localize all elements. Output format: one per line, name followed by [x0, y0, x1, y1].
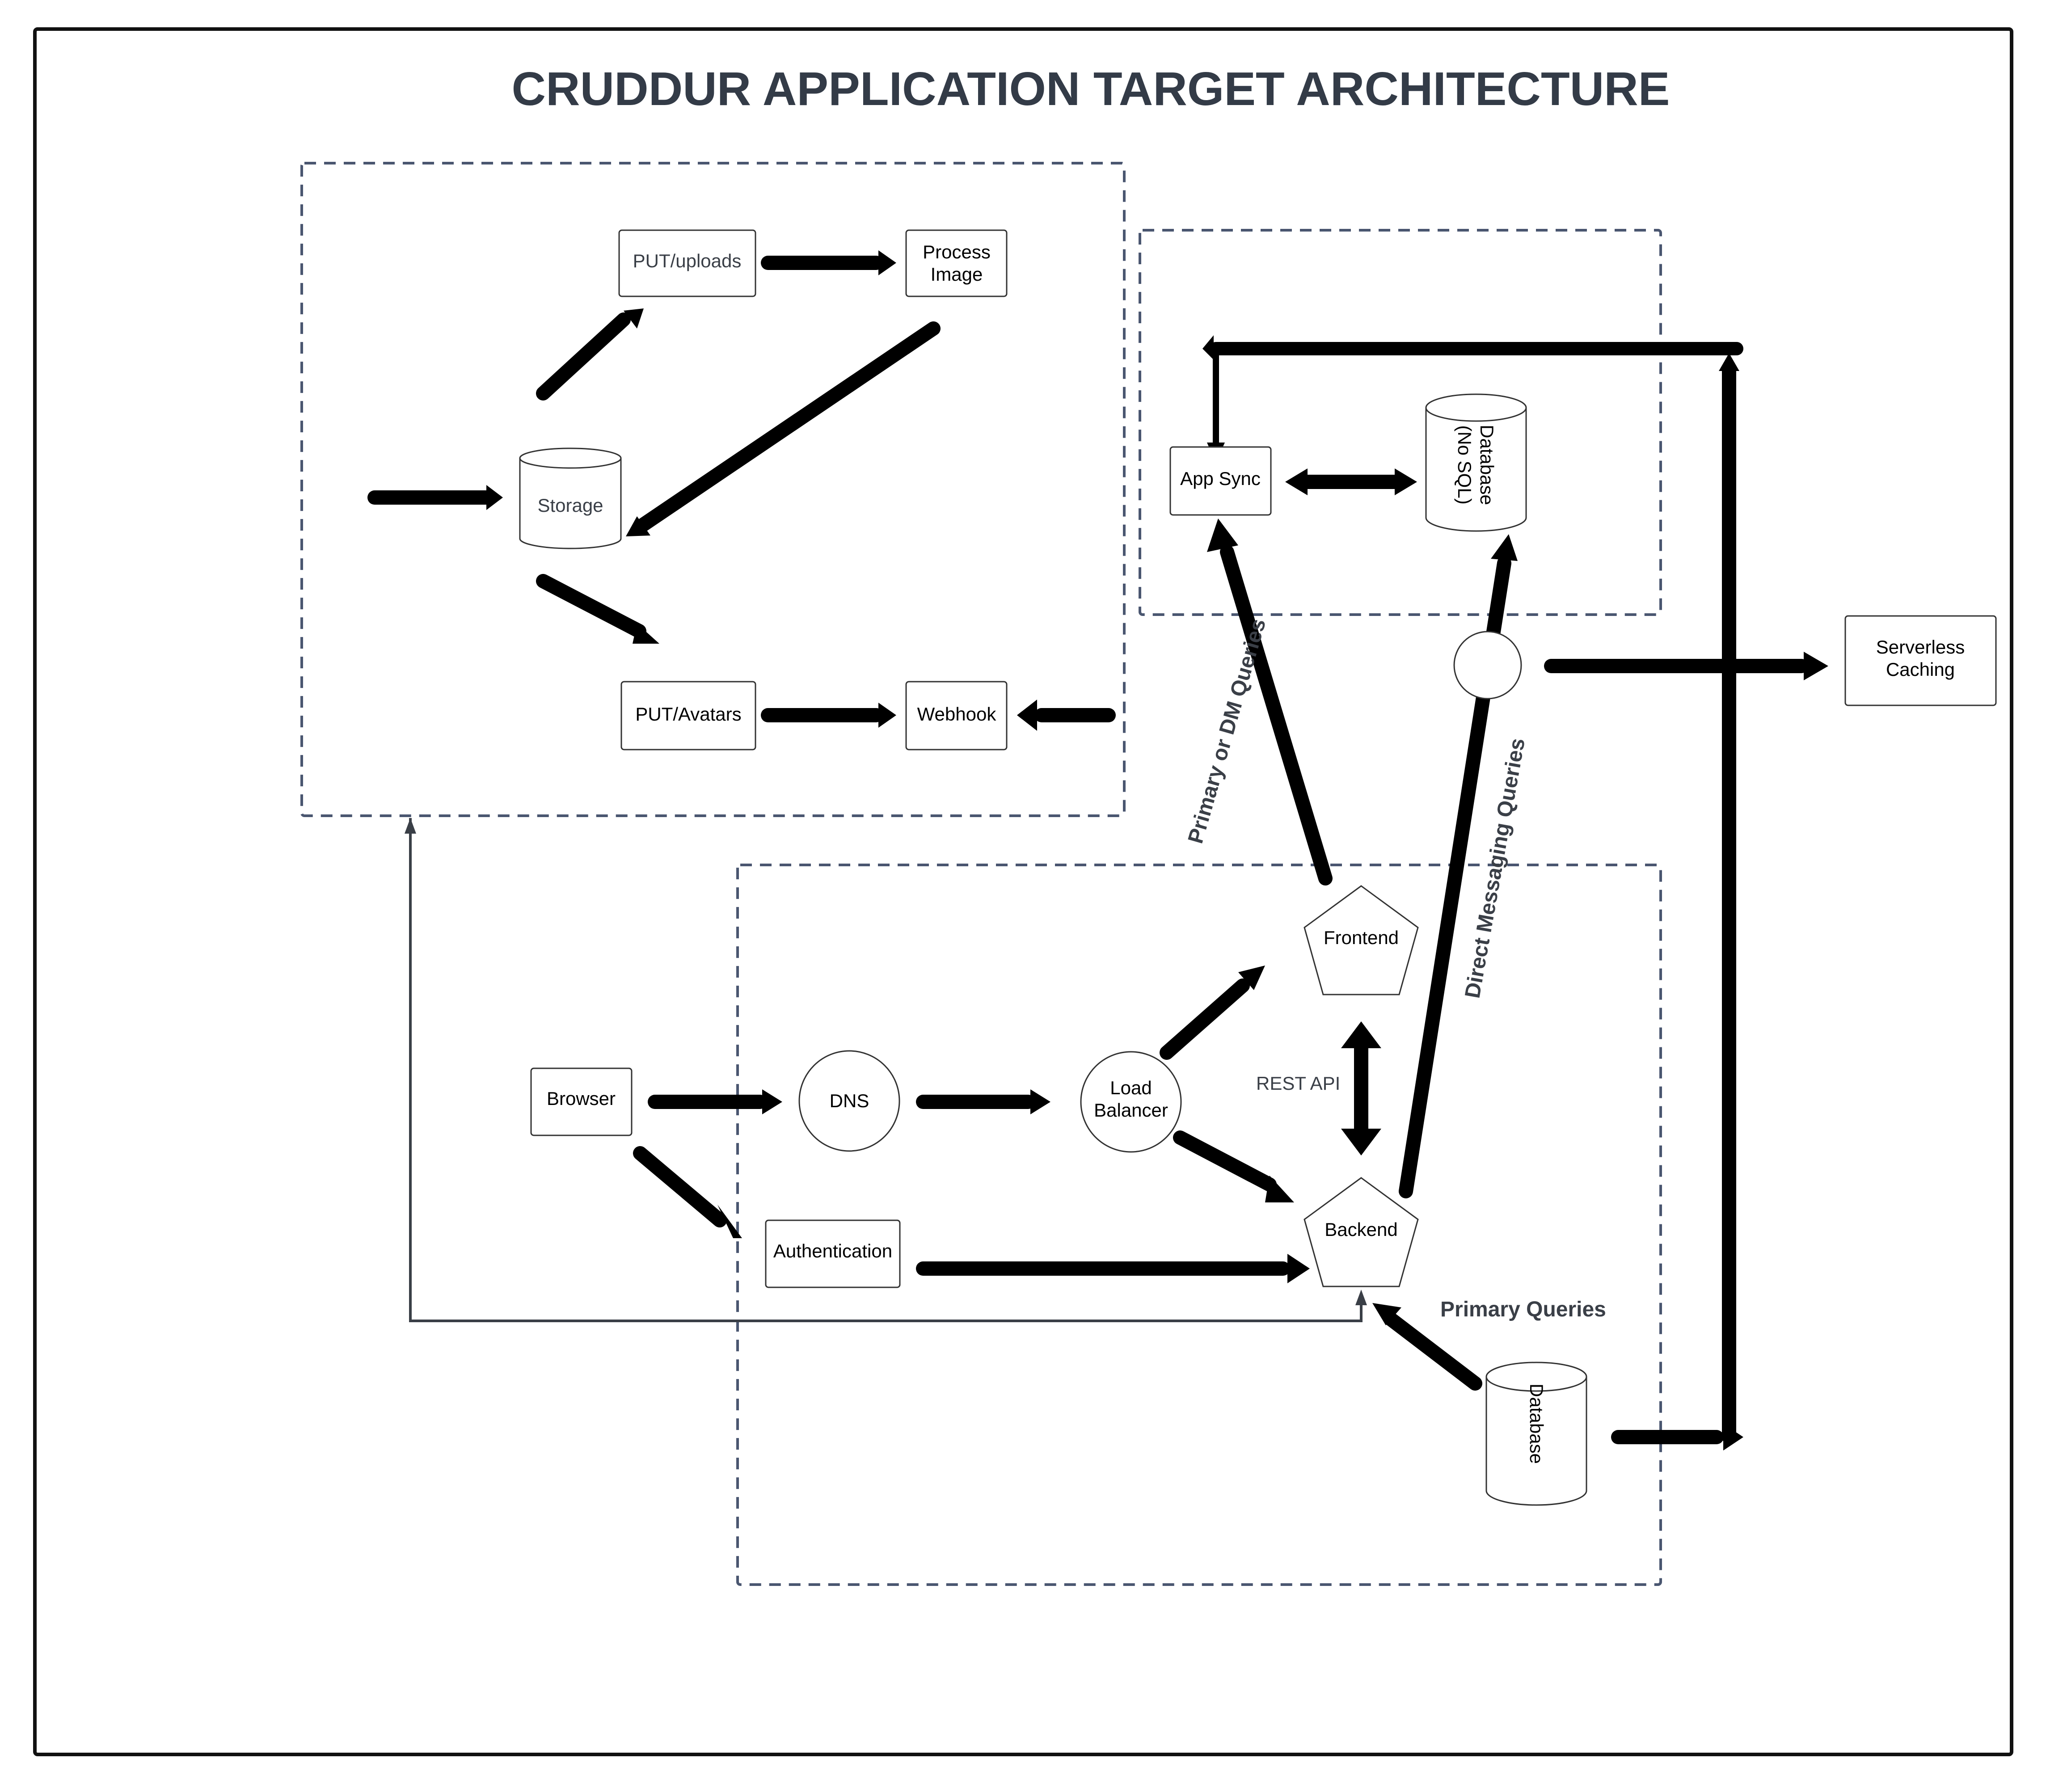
node-process-image[interactable]: Process Image [905, 229, 1008, 297]
process-image-label-line1: Process [923, 241, 991, 262]
head-browser-dns [762, 1089, 782, 1114]
backend-label: Backend [1325, 1219, 1397, 1240]
head-circle-serverless [1804, 652, 1828, 680]
node-put-uploads[interactable]: PUT/uploads [618, 229, 756, 297]
node-load-balancer[interactable]: Load Balancer [1080, 1051, 1182, 1153]
head-dns-loadbalancer [1030, 1089, 1050, 1114]
node-dns[interactable]: DNS [798, 1050, 900, 1152]
thin-arrowhead-media [405, 818, 416, 834]
head-database-backend [1372, 1303, 1401, 1325]
outer-frame [33, 27, 2013, 1756]
arrow-layer [367, 256, 1809, 1444]
head-appsync-left [1285, 468, 1308, 495]
database-nosql-label-line1: Database [1476, 425, 1498, 505]
put-uploads-label: PUT/uploads [633, 250, 742, 271]
head-process-storage [626, 516, 650, 536]
node-backend[interactable]: Backend [1304, 1177, 1419, 1287]
edge-label-primary-queries: Primary Queries [1440, 1298, 1606, 1321]
head-frontend-appsync [1207, 519, 1238, 552]
arrow-database-backend [1383, 1311, 1482, 1391]
put-avatars-label: PUT/Avatars [635, 704, 741, 725]
head-rest-down [1341, 1129, 1381, 1155]
group-media-processing [300, 162, 1126, 817]
database-nosql-label-line2: (No SQL) [1454, 425, 1475, 504]
head-browser-authentication [717, 1205, 742, 1238]
head-vertical-bus [1719, 353, 1739, 371]
node-serverless-caching[interactable]: Serverless Caching [1844, 615, 1997, 706]
head-incoming-webhook [1017, 700, 1037, 731]
authentication-label: Authentication [773, 1240, 892, 1261]
head-loadbalancer-frontend [1238, 966, 1265, 990]
arrow-storage-putuploads [536, 312, 631, 401]
node-authentication[interactable]: Authentication [765, 1219, 901, 1288]
head-rest-up [1341, 1021, 1381, 1048]
group-application [736, 864, 1662, 1586]
frontend-label: Frontend [1324, 927, 1399, 948]
node-database-nosql[interactable]: Database (No SQL) [1425, 393, 1527, 532]
browser-label: Browser [547, 1088, 616, 1109]
thin-arrowhead-backend [1355, 1290, 1367, 1305]
node-put-avatars[interactable]: PUT/Avatars [620, 681, 756, 751]
arrow-loadbalancer-frontend [1160, 978, 1250, 1060]
head-storage-putuploads [624, 308, 644, 329]
head-putuploads-process [878, 250, 896, 275]
head-authentication-backend [1287, 1254, 1310, 1283]
group-realtime [1139, 229, 1662, 616]
arrow-browser-authentication [633, 1146, 727, 1227]
diagram-title: CRUDDUR APPLICATION TARGET ARCHITECTURE [512, 63, 1670, 115]
node-webhook[interactable]: Webhook [905, 681, 1008, 751]
thin-connector-backend-media [409, 818, 1363, 1322]
head-putavatars-webhook [878, 703, 896, 728]
head-top-bus-left [1202, 335, 1214, 360]
node-browser[interactable]: Browser [530, 1067, 633, 1136]
dns-label: DNS [830, 1090, 869, 1111]
junction-circle [1453, 631, 1522, 700]
process-image-label-line2: Image [931, 264, 983, 285]
head-entry-storage [486, 485, 503, 510]
edge-label-primary-or-dm-queries: Primary or DM Queries [1184, 616, 1270, 846]
load-balancer-label-line1: Load [1110, 1077, 1152, 1098]
arrow-loadbalancer-backend [1173, 1130, 1277, 1192]
node-storage[interactable]: Storage [519, 447, 622, 549]
webhook-label: Webhook [917, 704, 997, 725]
serverless-caching-label-line2: Caching [1886, 659, 1955, 680]
head-storage-putavatars [633, 624, 659, 644]
load-balancer-label-line2: Balancer [1094, 1100, 1168, 1121]
head-backend-database-nosql [1491, 534, 1518, 561]
node-app-sync[interactable]: App Sync [1169, 446, 1272, 516]
arrowheads [486, 250, 1828, 1450]
database-label: Database [1526, 1383, 1547, 1464]
arrow-frontend-appsync [1220, 545, 1333, 885]
node-frontend[interactable]: Frontend [1304, 885, 1419, 995]
arrow-storage-putavatars [536, 574, 646, 638]
head-loadbalancer-backend [1265, 1176, 1294, 1202]
head-database-bus [1723, 1424, 1743, 1450]
head-appsync-right [1395, 468, 1417, 495]
node-database[interactable]: Database [1485, 1362, 1587, 1506]
serverless-caching-label-line1: Serverless [1876, 637, 1965, 658]
arrow-process-storage [632, 321, 941, 535]
app-sync-label: App Sync [1180, 468, 1261, 489]
edge-label-rest-api: REST API [1256, 1073, 1340, 1094]
storage-label: Storage [537, 495, 603, 516]
